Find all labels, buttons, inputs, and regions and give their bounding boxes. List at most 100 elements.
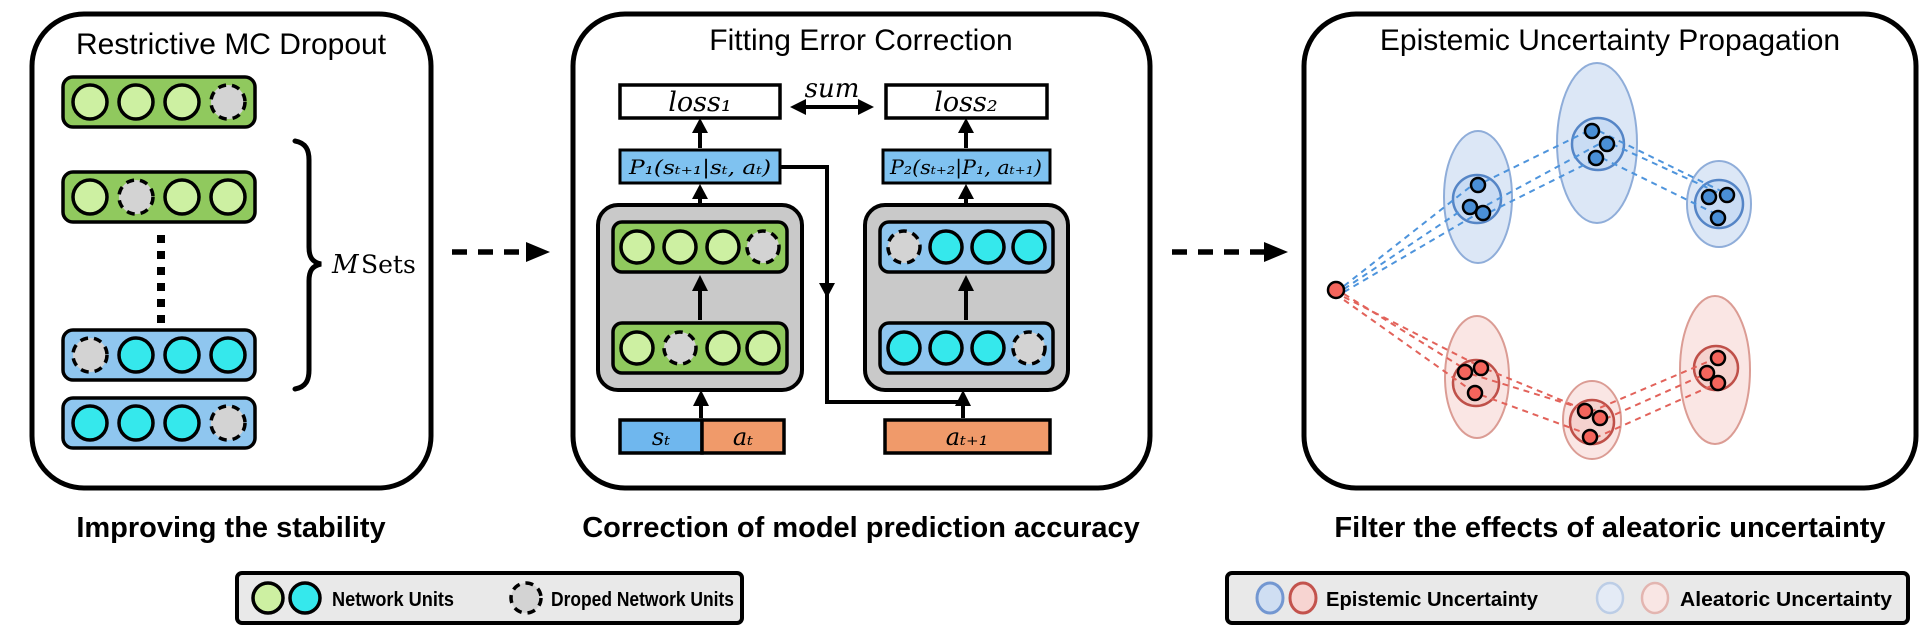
unit-row <box>61 328 257 382</box>
dropped-unit <box>209 404 247 442</box>
unit-row <box>61 75 257 129</box>
sample-dot-blue <box>1700 188 1718 206</box>
m-sets-label-text: Sets <box>361 250 416 279</box>
panel3-caption: Filter the effects of aleatoric uncertai… <box>1334 512 1885 544</box>
dropout-set-row-1 <box>61 75 257 129</box>
dropout-set-row-3 <box>61 328 257 382</box>
panel2-caption: Correction of model prediction accuracy <box>582 512 1140 544</box>
state-box <box>618 418 704 455</box>
epistemic-red-icon <box>1288 581 1318 615</box>
epistemic-blue-icon <box>1255 581 1285 615</box>
dropped-unit <box>71 336 109 374</box>
p2-label: P₂(sₜ₊₂|P₁, aₜ₊₁) <box>889 155 1042 180</box>
panel-fitting-error-correction: Fitting Error Correction loss₁ loss₂ sum… <box>570 11 1153 491</box>
dropout-set-row-2 <box>61 170 257 224</box>
dropped-unit <box>117 178 155 216</box>
action-box <box>700 418 786 455</box>
m-sets-label-m: M <box>331 250 360 280</box>
network-unit-cyan <box>970 330 1006 366</box>
network-unit-cyan <box>928 330 964 366</box>
arrow-layer1-to-layer2 <box>692 275 708 320</box>
network-unit-green <box>71 83 109 121</box>
arrow-layer1-to-layer2 <box>958 275 974 320</box>
m-sets-brace <box>292 138 322 392</box>
dropped-unit <box>662 330 698 366</box>
unit-row <box>878 321 1055 375</box>
arrow-module1-to-p1 <box>692 184 708 205</box>
network-unit-green <box>71 178 109 216</box>
arrow-p2-to-loss2 <box>958 118 974 148</box>
blue-cluster-3-ellipses <box>1686 160 1752 248</box>
sample-dot-blue <box>1598 135 1616 153</box>
network-unit-cyan <box>117 404 155 442</box>
network-module-1 <box>596 203 804 392</box>
blue-cluster-2-ellipses <box>1556 62 1638 224</box>
panel-restrictive-mc-dropout: Restrictive MC Dropout <box>29 11 434 491</box>
sample-dot-red <box>1581 428 1599 446</box>
next-action-label: aₜ₊₁ <box>946 423 989 451</box>
network-unit-green <box>662 229 698 265</box>
dropped-unit <box>209 83 247 121</box>
sample-dot-blue <box>1469 176 1487 194</box>
network-unit-green <box>209 178 247 216</box>
dropout-set-row-4 <box>61 396 257 450</box>
sum-arrow: sum <box>790 74 874 115</box>
arrow-module2-to-p2 <box>958 184 974 205</box>
blue-cluster-3-samples <box>1700 186 1736 227</box>
legend-uncertainty: Epistemic Uncertainty Aleatoric Uncertai… <box>1225 571 1910 625</box>
legend-network-units-label: Network Units <box>332 589 454 611</box>
sample-dot-blue <box>1587 149 1605 167</box>
network-unit-green-icon <box>251 581 285 615</box>
sample-dot-red <box>1472 359 1490 377</box>
aleatoric-blue-icon <box>1595 581 1625 615</box>
network-unit-cyan <box>970 229 1006 265</box>
loss1-label: loss₁ <box>668 87 731 118</box>
unit-row <box>611 220 789 274</box>
ellipsis-dots <box>157 235 165 323</box>
panel1-title: Restrictive MC Dropout <box>76 28 387 61</box>
arrow-input-to-module1 <box>693 390 709 418</box>
network-unit-green <box>117 83 155 121</box>
network-unit-green <box>163 178 201 216</box>
network-unit-cyan <box>163 336 201 374</box>
unit-row <box>61 170 257 224</box>
sample-dot-red <box>1698 364 1716 382</box>
network-module-2 <box>863 203 1070 392</box>
network-unit-cyan <box>1011 229 1047 265</box>
network-unit-green <box>705 229 741 265</box>
legend-box <box>235 571 744 625</box>
sum-label: sum <box>805 74 860 104</box>
network-unit-cyan <box>163 404 201 442</box>
dropped-unit <box>886 229 922 265</box>
network-unit-cyan <box>209 336 247 374</box>
network-unit-cyan <box>928 229 964 265</box>
dropped-unit-icon <box>509 581 543 615</box>
unit-row <box>878 220 1055 274</box>
blue-cluster-2-samples <box>1583 122 1616 167</box>
arrow-p1-to-loss1 <box>692 118 708 148</box>
sample-dot-red <box>1466 384 1484 402</box>
sample-dot-red <box>1576 402 1594 420</box>
sample-dot-blue <box>1718 186 1736 204</box>
legend-dropped-units-label: Droped Network Units <box>551 589 734 611</box>
panel3-title: Epistemic Uncertainty Propagation <box>1380 24 1840 57</box>
dropped-unit <box>1011 330 1047 366</box>
sample-dot-blue <box>1461 198 1479 216</box>
sample-dot-blue <box>1709 209 1727 227</box>
flow-arrow-2 <box>1172 242 1288 262</box>
network-unit-green <box>705 330 741 366</box>
p1-box <box>618 148 782 185</box>
aleatoric-red-icon <box>1640 581 1670 615</box>
sample-dot-red <box>1456 363 1474 381</box>
legend-network-units: Network Units Droped Network Units <box>235 571 744 625</box>
state-label: sₜ <box>652 423 670 451</box>
red-cluster-1-samples <box>1456 359 1490 402</box>
sample-dot-blue <box>1474 204 1492 222</box>
red-cluster-3-ellipses <box>1679 295 1751 445</box>
unit-row <box>61 396 257 450</box>
dropped-unit <box>745 229 781 265</box>
p2-box <box>881 148 1052 185</box>
network-unit-green <box>619 229 655 265</box>
